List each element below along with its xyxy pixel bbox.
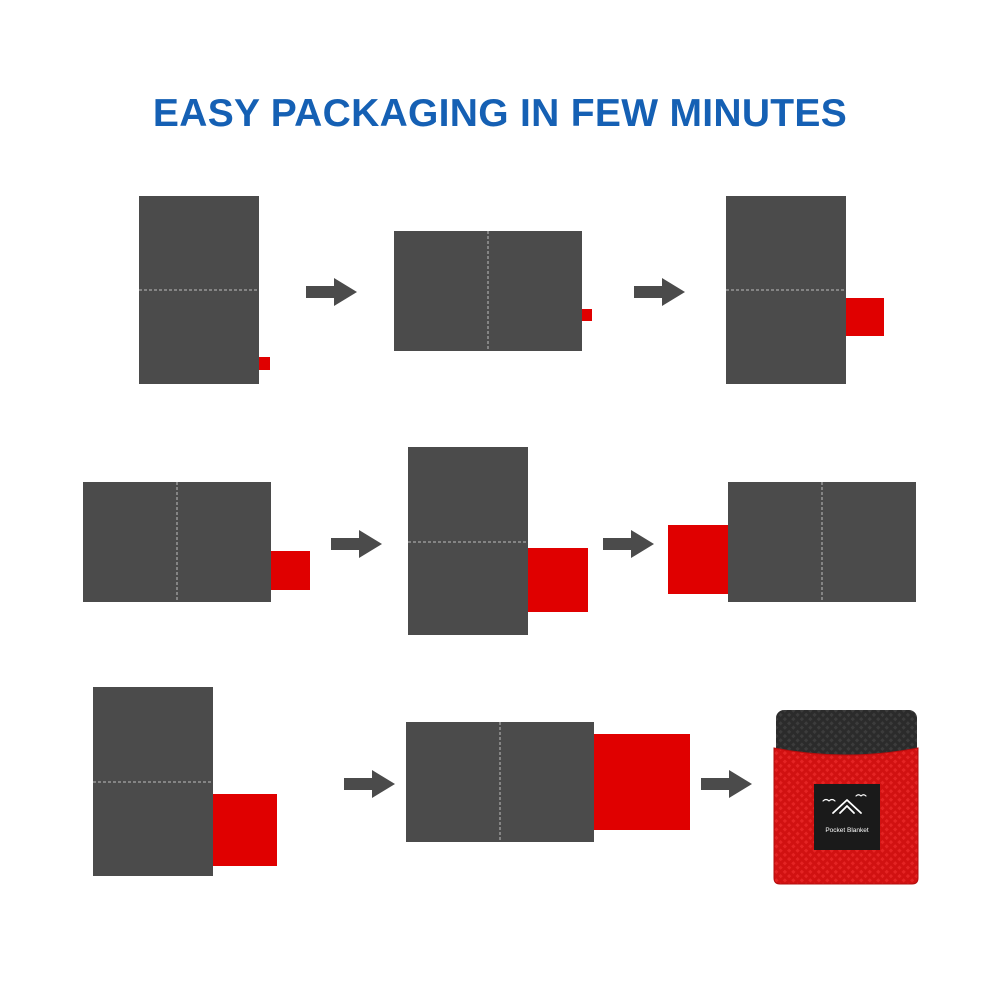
brand-label (814, 784, 880, 850)
packed-blanket-product: Pocket Blanket (773, 710, 919, 885)
fold-step-2 (394, 231, 592, 351)
fold-step-1 (139, 196, 270, 384)
right-arrow-icon (603, 530, 654, 558)
pocket-square (528, 548, 588, 612)
pocket-square (594, 734, 690, 830)
blanket-panel (408, 447, 528, 635)
fold-step-5 (408, 447, 588, 635)
pocket-square (259, 357, 270, 370)
fold-step-4 (83, 482, 310, 602)
right-arrow-icon (331, 530, 382, 558)
pocket-square (668, 525, 729, 594)
fold-step-8 (406, 722, 690, 842)
pocket-square (271, 551, 310, 590)
mountain-birds-icon (822, 794, 867, 814)
product-label-text: Pocket Blanket (825, 827, 869, 834)
fold-step-3 (726, 196, 884, 384)
page-title: EASY PACKAGING IN FEW MINUTES (152, 92, 848, 135)
fold-step-6 (668, 482, 916, 602)
right-arrow-icon (701, 770, 752, 798)
pocket-square (213, 794, 277, 866)
right-arrow-icon (344, 770, 395, 798)
pocket-square (582, 309, 592, 321)
pocket-square (846, 298, 884, 336)
fold-step-7 (93, 687, 277, 876)
right-arrow-icon (634, 278, 685, 306)
right-arrow-icon (306, 278, 357, 306)
